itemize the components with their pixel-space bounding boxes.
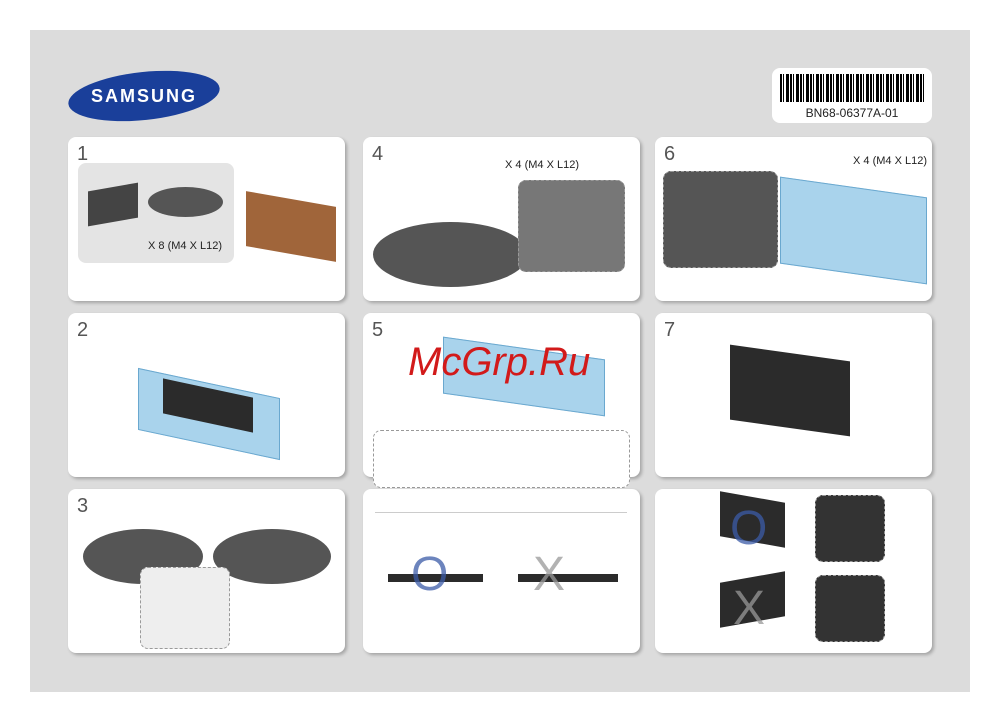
detail-inset [373, 430, 630, 488]
tv-illustration [518, 574, 618, 582]
screw-count: X 8 (M4 X L12) [148, 240, 222, 252]
stand-base-illustration [373, 222, 528, 287]
step-3-panel: 3 [68, 489, 345, 653]
correct-mark: O [411, 548, 449, 601]
stand-base-illustration [213, 529, 331, 584]
box-illustration [246, 191, 336, 262]
step-7-check-panel: O X [655, 489, 932, 653]
screw-count: X 4 (M4 X L12) [853, 155, 927, 167]
step-number: 3 [77, 495, 89, 517]
detail-inset [815, 575, 885, 642]
detail-inset [815, 495, 885, 562]
barcode-number: BN68-06377A-01 [805, 106, 899, 120]
step-2-panel: 2 [68, 313, 345, 477]
step-number: 7 [664, 319, 676, 341]
incorrect-mark: X [733, 582, 766, 635]
detail-inset [663, 171, 778, 268]
divider [375, 512, 627, 513]
barcode-bars [780, 74, 924, 102]
step-5-check-panel: O X [363, 489, 640, 653]
incorrect-mark: X [533, 548, 566, 601]
step-5-panel: 5 [363, 313, 640, 488]
step-number: 4 [372, 143, 384, 165]
step-6-panel: 6 X 4 (M4 X L12) [655, 137, 932, 301]
step-number: 1 [77, 143, 89, 165]
step-1-panel: 1 X 8 (M4 X L12) [68, 137, 345, 301]
step-number: 6 [664, 143, 676, 165]
correct-mark: O [730, 502, 768, 555]
tv-illustration [388, 574, 483, 582]
logo-text: SAMSUNG [90, 85, 198, 106]
step-4-panel: 4 X 4 (M4 X L12) [363, 137, 640, 301]
step-7-panel: 7 [655, 313, 932, 477]
barcode-label: BN68-06377A-01 [772, 68, 932, 123]
watermark: McGrp.Ru [408, 340, 591, 384]
step-number: 5 [372, 319, 384, 341]
stand-base-illustration [148, 187, 223, 217]
detail-inset [518, 180, 625, 272]
packaging-illustration [780, 176, 927, 285]
screw-count: X 4 (M4 X L12) [505, 159, 579, 171]
tv-illustration [730, 344, 850, 437]
step-number: 2 [77, 319, 89, 341]
detail-inset [140, 567, 230, 649]
